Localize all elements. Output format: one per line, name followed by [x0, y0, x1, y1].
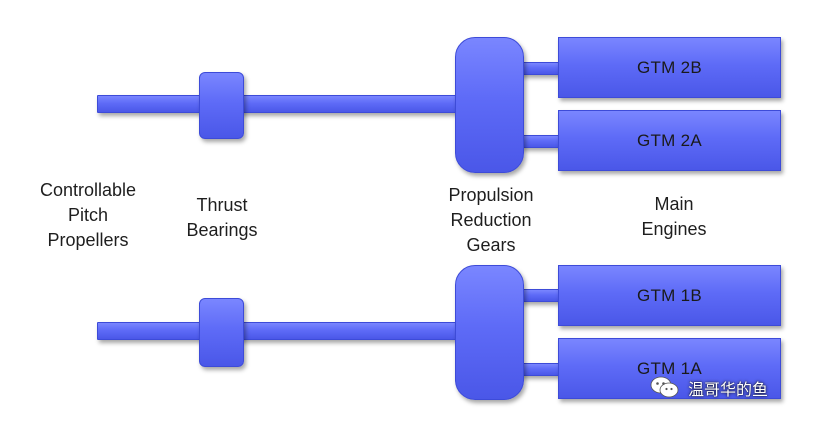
upper-thrust-bearing	[199, 72, 244, 139]
label-main-engines: Main Engines	[641, 194, 707, 239]
lower-propeller-shaft	[97, 322, 462, 340]
lower-thrust-bearing	[199, 298, 244, 367]
upper-propeller-shaft	[97, 95, 462, 113]
label-propellers: Controllable Pitch Propellers	[39, 180, 137, 250]
upper-reduction-gear	[455, 37, 524, 173]
engine-gtm-2a-label: GTM 2A	[636, 130, 703, 150]
label-reduction-gears: Propulsion Reduction Gears	[448, 185, 534, 255]
engine-gtm-2a: GTM 2A	[558, 110, 781, 171]
engine-gtm-1b-label: GTM 1B	[636, 285, 703, 305]
lower-reduction-gear	[455, 265, 524, 400]
engine-gtm-2b: GTM 2B	[558, 37, 781, 98]
engine-gtm-1a-label: GTM 1A	[636, 358, 703, 378]
watermark-text: 温哥华的鱼	[688, 380, 769, 399]
engine-gtm-1b: GTM 1B	[558, 265, 781, 326]
engine-gtm-2b-label: GTM 2B	[636, 57, 703, 77]
label-thrust-bearings: Thrust Bearings	[186, 195, 258, 240]
wechat-icon	[650, 376, 679, 398]
watermark: 温哥华的鱼	[650, 376, 768, 400]
